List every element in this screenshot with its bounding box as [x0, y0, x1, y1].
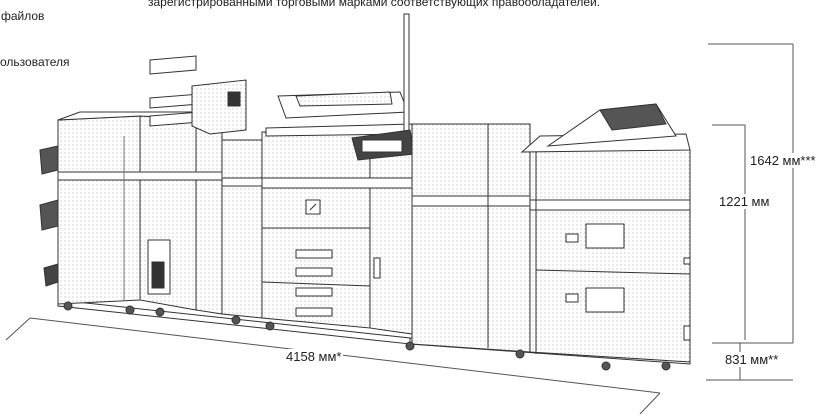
dimension-width: 4158 мм* [284, 349, 344, 364]
left-text-line2: ользователя [0, 55, 70, 69]
dimension-body-height: 1221 мм [717, 194, 772, 209]
main-engine [261, 13, 415, 335]
dimension-total-height: 1642 мм*** [748, 153, 818, 168]
inserter-module [221, 139, 263, 319]
finisher-module [39, 55, 247, 315]
header-text-top-right: зарегистрированными торговыми марками со… [148, 0, 601, 9]
paper-feeder-modules [411, 103, 691, 363]
casters [63, 301, 671, 371]
dimension-depth: 831 мм** [723, 352, 781, 367]
left-text-line1: файлов [1, 9, 45, 23]
